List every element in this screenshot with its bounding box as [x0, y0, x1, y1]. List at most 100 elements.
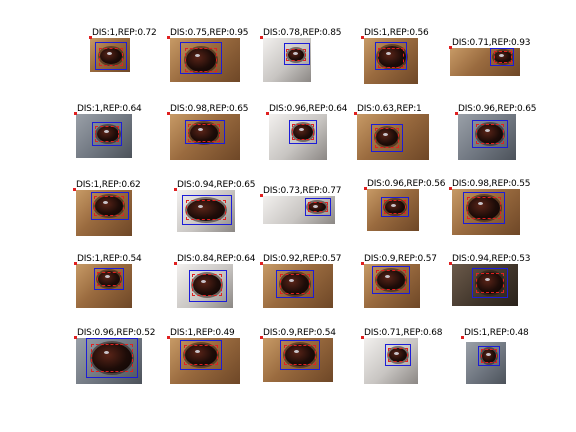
dis-rep-label: DIS:0.98,REP:0.55 — [452, 179, 531, 189]
ground-truth-box — [494, 51, 512, 63]
eye-thumbnail — [76, 264, 132, 308]
eye-iris — [98, 271, 120, 287]
detection-box — [372, 266, 410, 294]
ground-truth-box — [99, 48, 123, 66]
dis-rep-label: DIS:1,REP:0.48 — [464, 328, 529, 338]
corner-marker — [260, 194, 263, 197]
detection-box — [180, 42, 222, 74]
ground-truth-box — [186, 200, 226, 220]
ground-truth-box — [375, 128, 399, 148]
eye-glint — [201, 280, 206, 283]
corner-marker — [167, 336, 170, 339]
eye-iris — [477, 124, 503, 144]
ground-truth-box — [308, 202, 328, 212]
corner-marker — [167, 36, 170, 39]
dis-rep-label: DIS:0.71,REP:0.93 — [452, 38, 531, 48]
dis-rep-label: DIS:0.96,REP:0.65 — [458, 104, 537, 114]
detection-box — [305, 198, 331, 216]
ground-truth-box — [476, 124, 504, 144]
dis-rep-label: DIS:0.71,REP:0.68 — [364, 328, 443, 338]
dis-rep-label: DIS:0.84,REP:0.64 — [177, 254, 256, 264]
ground-truth-box — [284, 345, 316, 365]
corner-marker — [260, 262, 263, 265]
corner-marker — [89, 36, 92, 39]
eye-iris — [468, 196, 500, 220]
detection-box — [289, 120, 317, 144]
eye-iris — [293, 124, 313, 140]
corner-marker — [461, 336, 464, 339]
detection-box — [472, 120, 508, 148]
eye-thumbnail — [76, 114, 132, 158]
eye-iris — [385, 200, 405, 214]
detection-box — [490, 48, 514, 66]
dis-rep-label: DIS:0.9,REP:0.54 — [263, 328, 336, 338]
ground-truth-box — [292, 124, 314, 140]
detection-box — [91, 192, 129, 220]
eye-thumbnail — [170, 38, 240, 82]
eye-iris — [389, 348, 407, 362]
eye-thumbnail — [458, 114, 516, 160]
dis-rep-label: DIS:0.96,REP:0.56 — [367, 179, 446, 189]
eye-thumbnail — [263, 196, 335, 224]
eye-glint — [394, 352, 399, 355]
corner-marker — [361, 336, 364, 339]
dis-rep-label: DIS:1,REP:0.64 — [77, 104, 142, 114]
corner-marker — [449, 262, 452, 265]
detection-box — [375, 42, 407, 70]
dis-rep-label: DIS:0.9,REP:0.57 — [364, 254, 437, 264]
detection-box — [381, 197, 409, 217]
corner-marker — [266, 112, 269, 115]
dis-rep-label: DIS:0.98,REP:0.65 — [170, 104, 249, 114]
eye-iris — [92, 343, 132, 373]
corner-marker — [361, 36, 364, 39]
eye-thumbnail — [90, 38, 130, 72]
eye-glint — [478, 202, 483, 205]
corner-marker — [455, 112, 458, 115]
eye-thumbnail — [364, 264, 420, 308]
detection-box — [276, 270, 314, 298]
corner-marker — [260, 336, 263, 339]
corner-marker — [73, 188, 76, 191]
corner-marker — [174, 262, 177, 265]
detection-box — [182, 195, 232, 225]
eye-thumbnail — [367, 189, 419, 231]
dis-rep-label: DIS:0.94,REP:0.53 — [452, 254, 531, 264]
eye-glint — [195, 350, 200, 353]
detection-box — [189, 270, 227, 302]
corner-marker — [364, 187, 367, 190]
ground-truth-box — [95, 126, 119, 142]
detection-box — [463, 192, 505, 224]
ground-truth-box — [91, 344, 133, 372]
eye-iris — [288, 49, 304, 61]
ground-truth-box — [481, 349, 497, 363]
eye-thumbnail — [76, 338, 142, 384]
corner-marker — [361, 262, 364, 265]
detection-box — [180, 340, 222, 370]
eye-iris — [281, 273, 309, 295]
eye-iris — [190, 123, 218, 143]
detection-box — [371, 124, 403, 152]
eye-iris — [185, 344, 217, 366]
eye-iris — [285, 344, 315, 366]
ground-truth-box — [280, 274, 310, 294]
eye-glint — [383, 133, 388, 136]
eye-glint — [198, 128, 203, 131]
ground-truth-box — [376, 270, 406, 290]
ground-truth-box — [384, 200, 406, 214]
dis-rep-label: DIS:0.96,REP:0.52 — [77, 328, 156, 338]
eye-glint — [198, 205, 203, 208]
dis-rep-label: DIS:0.78,REP:0.85 — [263, 28, 342, 38]
eye-glint — [386, 52, 391, 55]
eye-iris — [97, 126, 119, 142]
detection-box — [284, 43, 310, 65]
eye-thumbnail — [263, 338, 333, 382]
ground-truth-box — [97, 272, 121, 286]
dis-rep-label: DIS:0.75,REP:0.95 — [170, 28, 249, 38]
eye-glint — [294, 350, 299, 353]
dis-rep-label: DIS:0.63,REP:1 — [357, 104, 422, 114]
eye-iris — [187, 199, 225, 221]
detection-box — [86, 338, 138, 378]
ground-truth-box — [476, 273, 504, 293]
detection-box — [478, 346, 500, 366]
